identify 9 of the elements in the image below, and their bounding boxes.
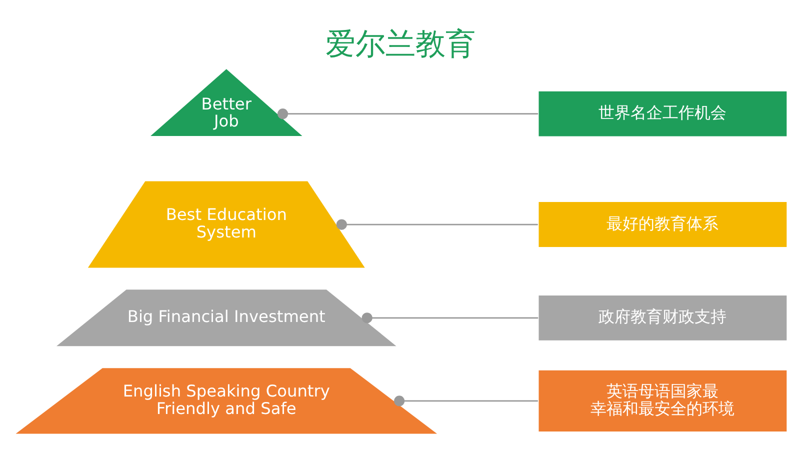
connector <box>361 312 538 324</box>
node-box: 最好的教育体系 <box>537 200 788 248</box>
node-box: 英语母语国家最幸福和最安全的环境 <box>537 369 788 433</box>
connector <box>276 108 538 120</box>
diagram-title: 爱尔兰教育 <box>325 27 476 62</box>
node-box: 世界名企工作机会 <box>537 90 788 138</box>
node-box: 政府教育财政支持 <box>537 294 788 342</box>
connector <box>336 219 538 230</box>
connector <box>394 396 538 406</box>
